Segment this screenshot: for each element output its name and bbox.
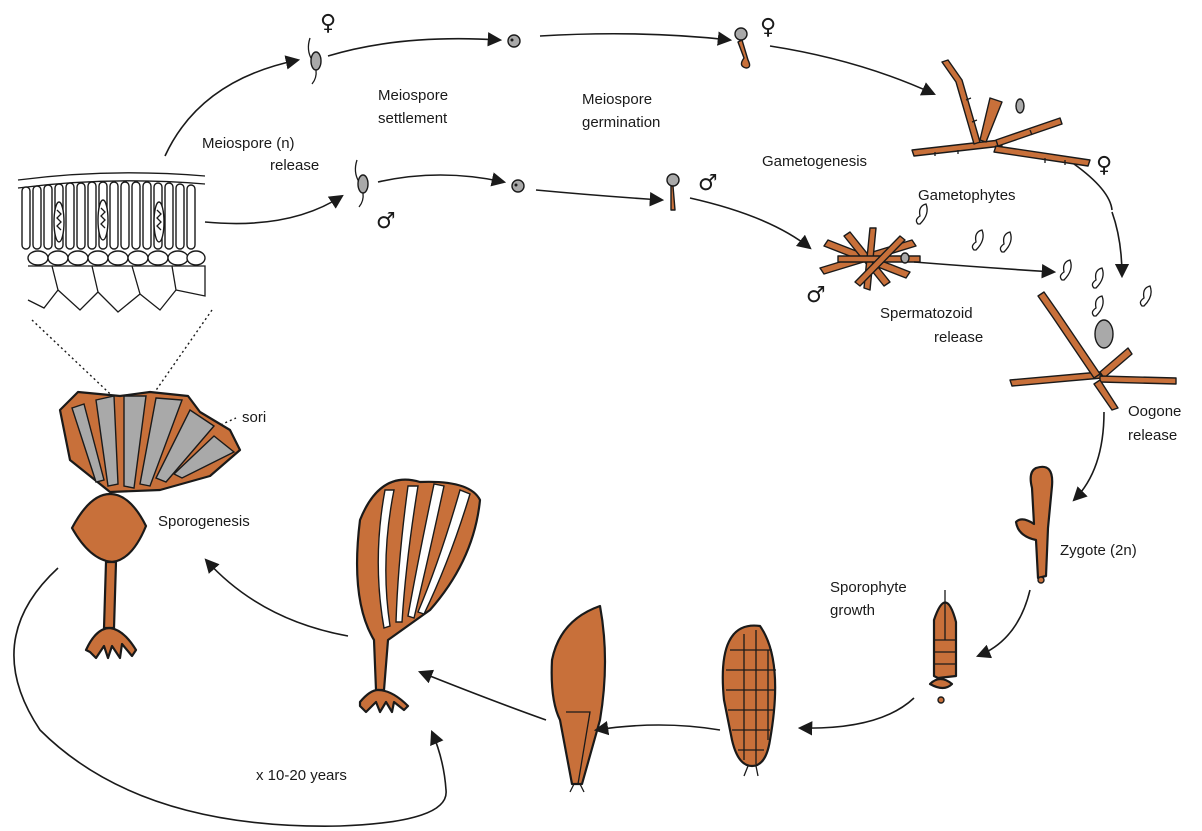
cortex-cells <box>28 266 205 312</box>
zoom-line-right <box>152 310 212 396</box>
label-meiospore-release-2: release <box>270 157 319 174</box>
label-oogone-release-2: release <box>1128 427 1177 444</box>
label-years: x 10-20 years <box>256 767 347 784</box>
male-symbol-gametophyte: ♂ <box>806 283 826 308</box>
young-sporophyte-segmented <box>930 590 956 703</box>
sporophyte-blade-stipe <box>552 606 605 792</box>
label-sporophyte-growth-1: Sporophyte <box>830 579 907 596</box>
meiospore-male-settled <box>512 180 524 192</box>
sporophyte-cellular-blade <box>723 626 776 776</box>
meiospore-female-settled <box>508 35 520 47</box>
label-meiospore-settlement-1: Meiospore <box>378 87 448 104</box>
female-symbol-release: ♀ <box>320 11 336 36</box>
sex-symbols: ♀ ♂ ♀ ♂ ♀ ♂ <box>320 11 1112 308</box>
female-gametophyte-lower <box>1010 292 1176 410</box>
spermatozoids <box>916 204 1151 316</box>
female-symbol-gametophyte: ♀ <box>1096 153 1112 178</box>
label-spermatozoid-release-2: release <box>934 329 983 346</box>
label-spermatozoid-release-1: Spermatozoid <box>880 305 973 322</box>
label-gametogenesis: Gametogenesis <box>762 153 867 170</box>
meiospore-male-germinating <box>667 174 679 210</box>
meiospore-female-swimming <box>308 38 321 84</box>
label-gametophytes: Gametophytes <box>918 187 1016 204</box>
male-symbol-germination: ♂ <box>698 171 718 196</box>
label-meiospore-release-1: Meiospore (n) <box>202 135 295 152</box>
label-sporophyte-growth-2: growth <box>830 602 875 619</box>
label-meiospore-settlement-2: settlement <box>378 110 448 127</box>
male-symbol-release: ♂ <box>376 209 396 234</box>
male-gametophyte <box>820 228 920 290</box>
label-sori: sori <box>242 409 266 426</box>
meiospore-male-swimming <box>355 160 368 207</box>
meiospore-female-germinating <box>735 28 750 68</box>
basal-cell-row <box>28 251 205 265</box>
label-zygote: Zygote (2n) <box>1060 542 1137 559</box>
label-sporogenesis: Sporogenesis <box>158 513 250 530</box>
sorus-tissue-section <box>18 173 205 312</box>
zygote <box>1016 467 1052 583</box>
label-meiospore-germination-2: germination <box>582 114 660 131</box>
label-oogone-release-1: Oogone <box>1128 403 1181 420</box>
sporophyte-digitate <box>357 480 480 712</box>
female-gametophyte-upper <box>912 60 1090 166</box>
text-labels: Meiospore (n) release Meiospore settleme… <box>158 87 1181 784</box>
label-meiospore-germination-1: Meiospore <box>582 91 652 108</box>
female-symbol-germination: ♀ <box>760 15 776 40</box>
